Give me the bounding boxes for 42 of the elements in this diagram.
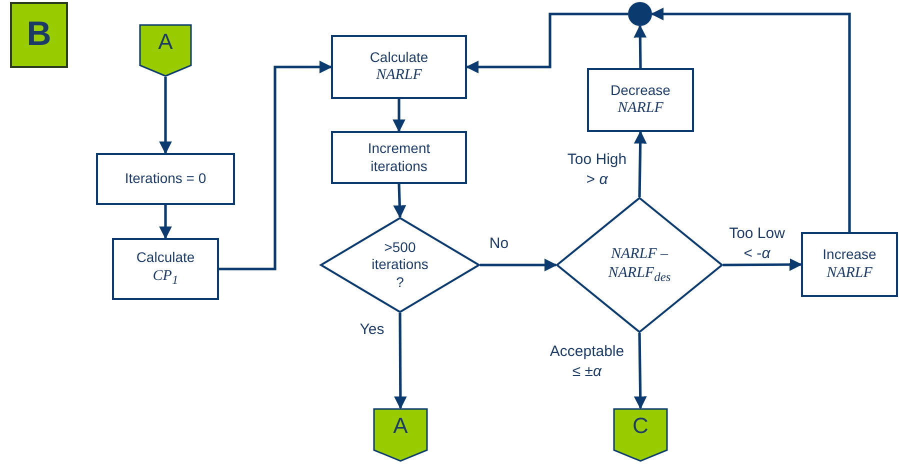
panel-badge: [10, 2, 68, 68]
node-label: Calculate: [136, 249, 195, 267]
node-label: NARLF – NARLF$_{des}$: [607, 244, 672, 286]
process-box: [331, 131, 467, 184]
junction-dot: [628, 2, 652, 26]
arrow: [650, 8, 851, 232]
node-label: Increase: [822, 246, 876, 264]
off-page-connector: [139, 24, 192, 77]
connector-letter: A: [158, 30, 173, 54]
arrow: [159, 205, 172, 240]
node-label: Calculate: [370, 48, 428, 66]
process-box: [801, 232, 898, 297]
connector-letter: A: [393, 414, 408, 438]
node-label: Iterations = 0: [124, 170, 206, 188]
node-label: NARLF: [376, 66, 422, 86]
arrow: [634, 130, 647, 198]
arrow: [159, 77, 172, 154]
process-box: [96, 153, 235, 205]
arrow: [634, 24, 647, 68]
off-page-connector: [613, 408, 668, 462]
arrow: [634, 332, 647, 410]
arrow: [466, 12, 628, 74]
panel-letter: B: [26, 16, 52, 54]
connector-letter: C: [632, 414, 648, 438]
process-box: [112, 238, 219, 300]
arrow: [219, 60, 332, 270]
decision-diamond: [556, 197, 723, 333]
node-label: Increment iterations: [366, 140, 432, 175]
decision-diamond: [320, 217, 480, 313]
node-label: NARLF: [618, 99, 664, 118]
arrow: [392, 99, 406, 132]
node-label: CP$_{1}$: [152, 266, 178, 289]
node-label: Decrease: [610, 82, 670, 100]
arrow: [393, 184, 406, 218]
node-label: >500 iterations ?: [370, 238, 430, 292]
arrow: [480, 258, 558, 272]
process-box: [587, 68, 694, 132]
node-label: NARLF: [826, 264, 872, 283]
process-box: [331, 35, 467, 99]
arrow: [394, 313, 407, 410]
off-page-connector: [373, 408, 428, 462]
arrow: [723, 258, 802, 272]
